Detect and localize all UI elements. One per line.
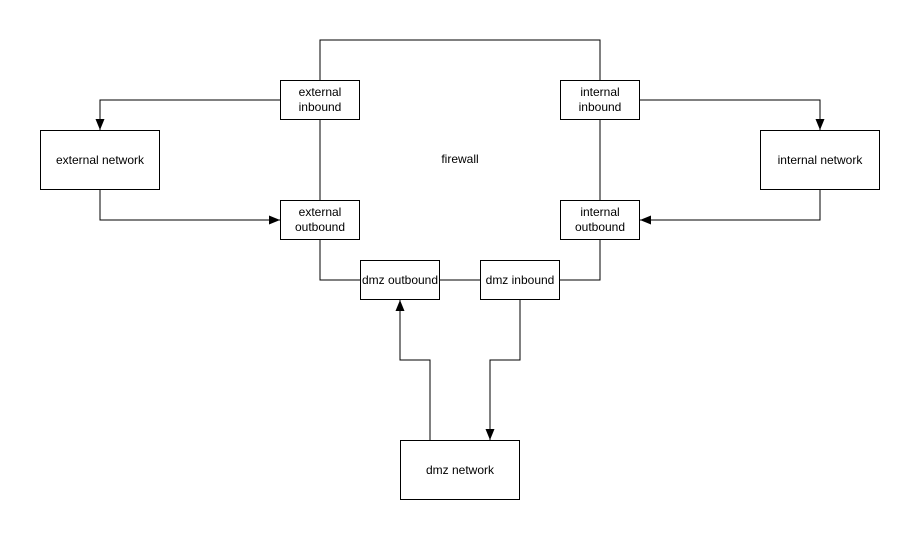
node-dmz-outbound: dmz outbound bbox=[360, 260, 440, 300]
node-label: external network bbox=[55, 152, 145, 167]
edge-external-inbound--internal-inbound bbox=[319, 39, 601, 80]
node-dmz-network: dmz network bbox=[400, 440, 520, 500]
node-label: dmz network bbox=[425, 462, 495, 477]
node-label: dmz outbound bbox=[361, 272, 439, 287]
node-label: external inbound bbox=[298, 85, 342, 114]
node-internal-inbound: internal inbound bbox=[560, 80, 640, 120]
node-label: internal outbound bbox=[574, 205, 626, 234]
edge-internal-inbound--internal-network bbox=[640, 99, 825, 130]
edge-dmz-network--dmz-outbound bbox=[395, 300, 431, 440]
node-internal-network: internal network bbox=[760, 130, 880, 190]
node-label: dmz inbound bbox=[485, 272, 555, 287]
node-label: internal inbound bbox=[578, 85, 622, 114]
firewall-label: firewall bbox=[441, 152, 479, 166]
edge-external-network--external-outbound bbox=[99, 190, 280, 225]
node-external-network: external network bbox=[40, 130, 160, 190]
node-external-inbound: external inbound bbox=[280, 80, 360, 120]
edge-internal-network--internal-outbound bbox=[640, 190, 821, 225]
node-external-outbound: external outbound bbox=[280, 200, 360, 240]
node-label: external outbound bbox=[294, 205, 346, 234]
edge-dmz-inbound--dmz-network bbox=[485, 300, 521, 440]
edge-internal-outbound--dmz-inbound bbox=[560, 240, 601, 281]
node-internal-outbound: internal outbound bbox=[560, 200, 640, 240]
node-label: internal network bbox=[777, 152, 863, 167]
edge-external-inbound--external-network bbox=[95, 99, 280, 130]
edge-external-outbound--dmz-outbound bbox=[319, 240, 360, 281]
node-dmz-inbound: dmz inbound bbox=[480, 260, 560, 300]
